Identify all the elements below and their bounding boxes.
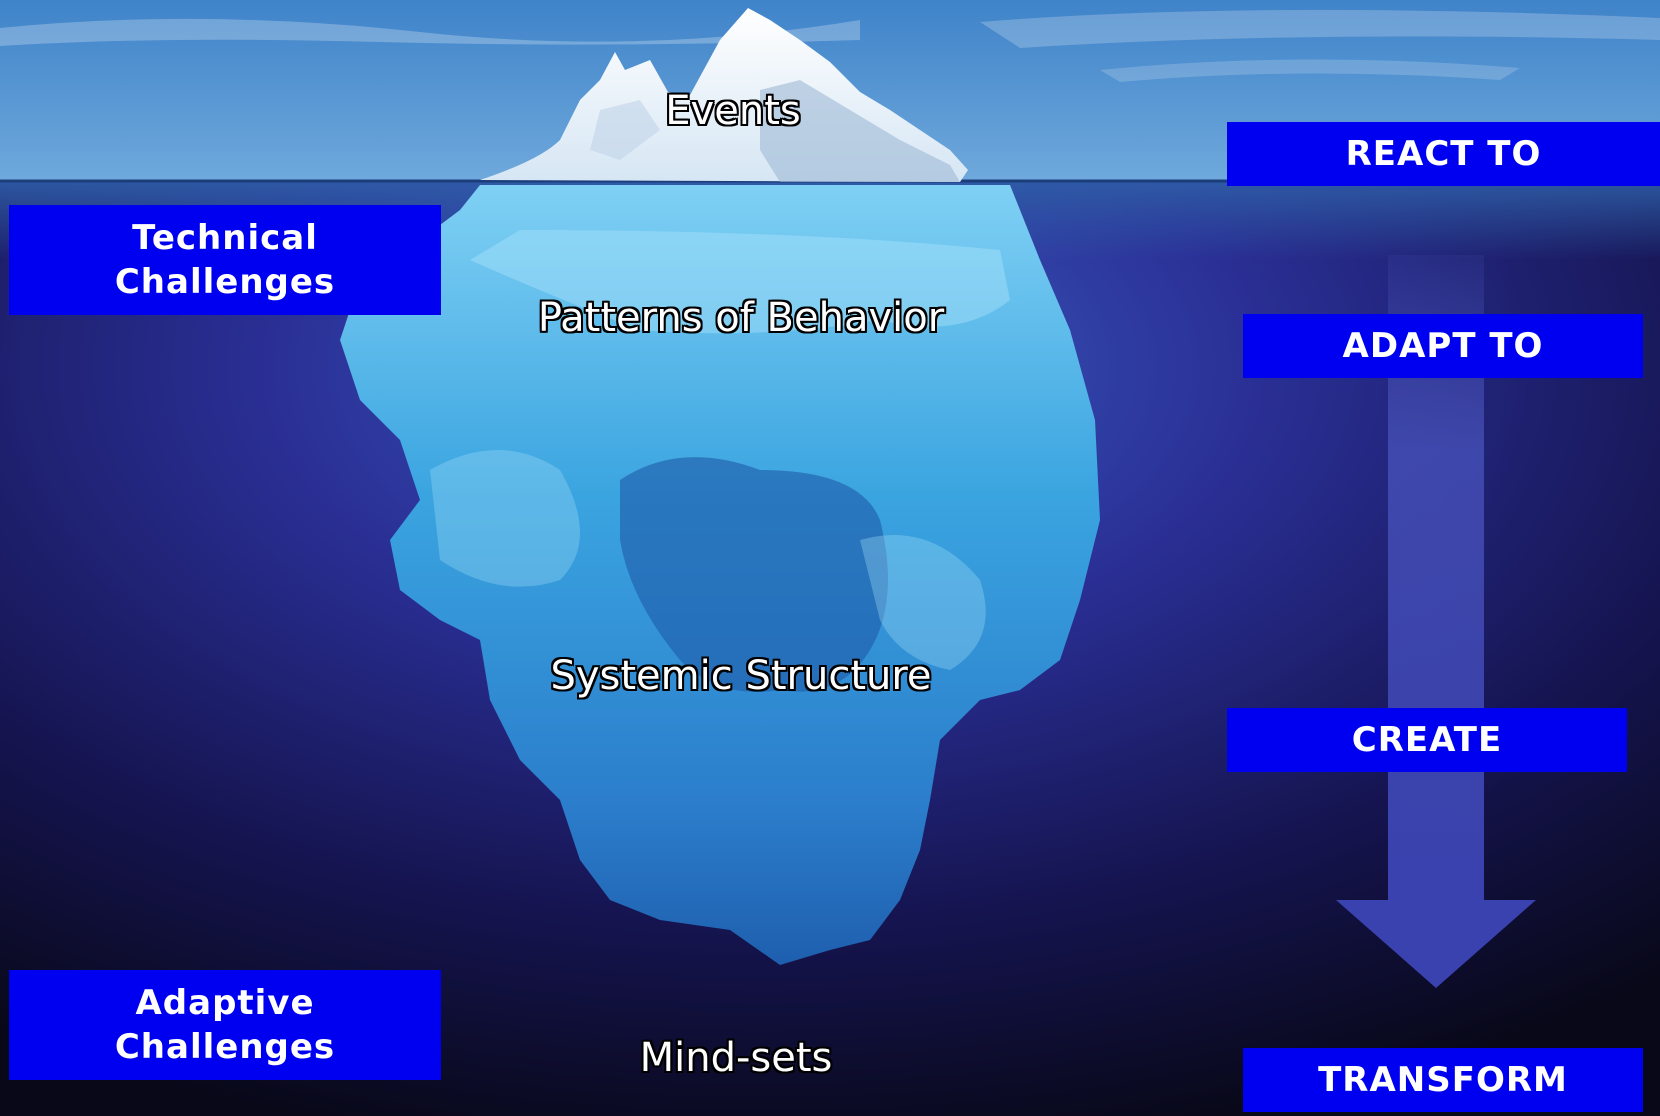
adaptive-challenges-line1: Adaptive <box>135 983 315 1023</box>
adaptive-challenges-line2: Challenges <box>114 1027 336 1067</box>
cloud <box>1100 59 1520 82</box>
technical-challenges-line1: Technical <box>132 218 318 258</box>
iceberg-highlight <box>860 535 986 670</box>
create-box: CREATE <box>1227 708 1627 772</box>
cloud <box>980 9 1660 48</box>
adaptive-challenges-box: Adaptive Challenges <box>9 970 441 1080</box>
create-label: CREATE <box>1351 720 1503 760</box>
react-to-box: REACT TO <box>1227 122 1660 186</box>
layer-patterns-label: Patterns of Behavior <box>537 295 945 341</box>
technical-challenges-box: Technical Challenges <box>9 205 441 315</box>
react-to-label: REACT TO <box>1345 134 1542 174</box>
cloud <box>0 18 860 46</box>
down-arrow-icon <box>1336 900 1536 988</box>
layer-events-label: Events <box>665 88 801 134</box>
transform-box: TRANSFORM <box>1243 1048 1643 1112</box>
layer-mindsets-label: Mind-sets <box>639 1035 833 1081</box>
adapt-to-box: ADAPT TO <box>1243 314 1643 378</box>
technical-challenges-line2: Challenges <box>114 262 336 302</box>
layer-systemic-label: Systemic Structure <box>550 653 932 699</box>
iceberg-tip-shadow <box>760 80 960 182</box>
iceberg-cave <box>620 457 888 692</box>
adapt-to-label: ADAPT TO <box>1342 326 1544 366</box>
iceberg-highlight <box>430 450 580 587</box>
iceberg-tip-shadow <box>590 100 660 160</box>
iceberg-highlight <box>470 230 1010 334</box>
transform-label: TRANSFORM <box>1318 1060 1568 1100</box>
